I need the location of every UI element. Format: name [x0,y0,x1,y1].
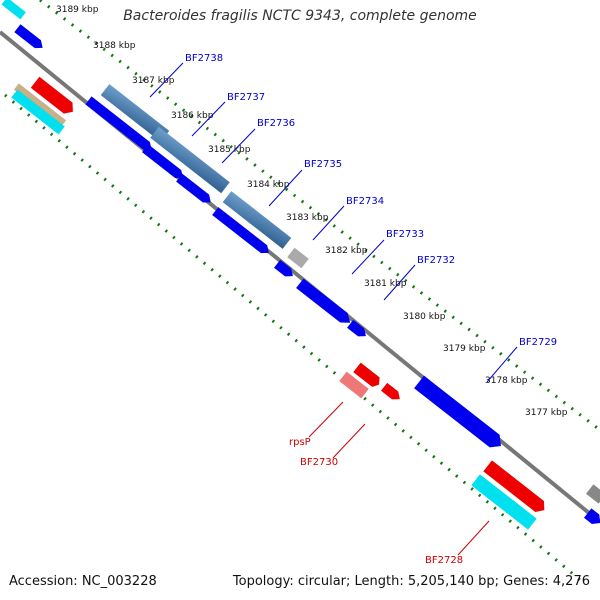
gene-labels: BF2738 BF2737 BF2736 BF2735 BF2734 BF273… [185,53,557,566]
gene-bf2729[interactable] [414,375,506,453]
ruler-tick-label: 3181 kbp [364,279,407,289]
ruler-line-lower [4,93,581,582]
gene-red-rpsp[interactable] [353,362,382,390]
topology-summary: Topology: circular; Length: 5,205,140 bp… [232,574,590,589]
gene-blue-bottomright[interactable] [584,508,600,527]
leader-line [221,128,256,164]
ruler-tick-label: 3184 kbp [247,180,290,190]
ruler-tick-label: 3178 kbp [485,376,528,386]
ruler-tick-label: 3185 kbp [208,145,251,155]
gene-gray-right[interactable] [586,484,600,504]
gene-blue-mid-b[interactable] [347,319,369,340]
ruler-tick-label: 3182 kbp [325,246,368,256]
leader-line [332,423,366,459]
leader-line [308,401,344,438]
gene-bf2738[interactable] [100,84,170,142]
gene-blue-mid-a[interactable] [296,278,354,328]
ruler-ticks: 3189 kbp 3188 kbp 3187 kbp 3186 kbp 3185… [56,5,568,418]
leader-line [457,520,490,556]
gene-cyan-topleft[interactable] [1,0,26,20]
gene-bf2737[interactable] [150,126,230,194]
ruler-tick-label: 3187 kbp [132,76,175,86]
accession-label: Accession: NC_003228 [9,574,157,589]
gene-label-bf2728[interactable]: BF2728 [425,555,463,566]
gene-arrow-blue-topleft[interactable] [14,24,45,52]
ruler-tick-label: 3189 kbp [56,5,99,15]
leader-line [191,101,226,137]
gene-bf2732-blue[interactable] [274,259,296,280]
leader-line [383,264,416,301]
gene-cyan-left[interactable] [11,89,65,135]
gene-label-bf2730[interactable]: BF2730 [300,457,338,468]
ruler-tick-label: 3180 kbp [403,312,446,322]
ruler-tick-label: 3188 kbp [93,41,136,51]
gene-bf2735-blue[interactable] [142,144,186,181]
reverse-strand-genes [11,76,600,530]
gene-bf2736-blue[interactable] [85,96,154,153]
gene-red-bf2728[interactable] [483,460,548,515]
forward-strand-genes [1,0,600,504]
gene-label-bf2732[interactable]: BF2732 [417,255,455,266]
gene-red-left[interactable] [30,76,77,118]
gene-label-bf2736[interactable]: BF2736 [257,118,295,129]
leader-line [312,205,345,241]
leader-line [268,169,303,207]
leader-line [351,239,385,275]
ruler-tick-label: 3177 kbp [525,408,568,418]
gene-blue-small-a[interactable] [176,173,214,207]
gene-label-bf2737[interactable]: BF2737 [227,92,265,103]
ruler-tick-label: 3183 kbp [286,213,329,223]
gene-label-bf2735[interactable]: BF2735 [304,159,342,170]
gene-pink-rpsp[interactable] [339,371,369,399]
label-leaders [149,62,518,556]
leader-line [486,346,518,383]
gene-tan-left[interactable] [13,83,67,127]
ruler-tick-label: 3179 kbp [443,344,486,354]
gene-label-rpsp[interactable]: rpsP [289,437,311,448]
gene-bf2734[interactable] [222,191,292,249]
gene-cyan-bf2728[interactable] [471,474,537,530]
gene-label-bf2733[interactable]: BF2733 [386,229,424,240]
gene-red-bf2730[interactable] [381,382,403,403]
gene-bf2733-blue[interactable] [212,207,272,257]
map-title: Bacteroides fragilis NCTC 9343, complete… [123,8,477,24]
gene-label-bf2729[interactable]: BF2729 [519,337,557,348]
gene-label-bf2738[interactable]: BF2738 [185,53,223,64]
gene-gray-small[interactable] [287,247,309,269]
leader-line [149,62,184,98]
gene-label-bf2734[interactable]: BF2734 [346,196,384,207]
ruler-tick-label: 3186 kbp [171,111,214,121]
